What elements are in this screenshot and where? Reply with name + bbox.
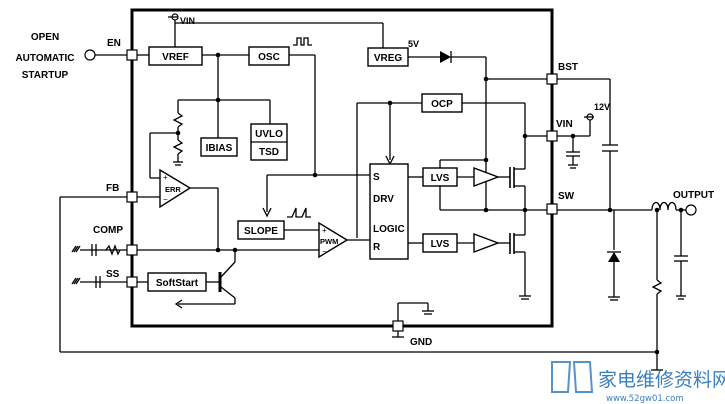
divider-resistor-top xyxy=(172,112,184,128)
pin-en-label: EN xyxy=(107,38,121,49)
lvs-bottom-label: LVS xyxy=(431,239,450,250)
watermark-logo xyxy=(551,361,594,393)
output-label: OUTPUT xyxy=(673,190,714,201)
output-inductor xyxy=(651,201,677,211)
pin-gnd xyxy=(392,320,404,332)
pin-en xyxy=(126,49,138,61)
automatic-label: AUTOMATIC xyxy=(15,53,74,64)
startup-label: STARTUP xyxy=(22,70,69,81)
vref-label: VREF xyxy=(162,52,189,63)
pin-sw-label: SW xyxy=(558,191,575,202)
ibias-label: IBIAS xyxy=(206,143,233,154)
drv-s-label: S xyxy=(373,172,380,183)
logic-label: LOGIC xyxy=(373,224,405,235)
pin-fb xyxy=(126,191,138,203)
drv-r-label: R xyxy=(373,242,381,253)
ocp-label: OCP xyxy=(431,99,453,110)
pin-sw xyxy=(546,203,558,215)
drv-logic-block xyxy=(369,163,409,260)
divider-resistor-bottom xyxy=(172,139,184,155)
svg-text:+: + xyxy=(163,173,168,182)
open-label: OPEN xyxy=(31,32,59,43)
vreg-label: VREG xyxy=(374,53,403,64)
low-side-gate-driver xyxy=(473,232,500,254)
watermark-text: 家电维修资料网 xyxy=(598,369,725,391)
ibias-block xyxy=(200,137,238,157)
pin-comp-label: COMP xyxy=(93,225,123,236)
en-terminal xyxy=(84,49,96,61)
uvlo-label: UVLO xyxy=(255,129,283,140)
svg-text:+: + xyxy=(322,226,327,235)
osc-block xyxy=(248,46,290,66)
5v-label: 5V xyxy=(408,39,419,49)
osc-label: OSC xyxy=(258,52,280,63)
pwm-comparator xyxy=(318,221,349,259)
high-side-gate-driver xyxy=(473,166,500,188)
output-terminal xyxy=(685,204,697,216)
err-label: ERR xyxy=(165,185,181,194)
svg-text:−: − xyxy=(163,195,168,204)
watermark-url: www.52gw01.com xyxy=(606,394,684,404)
bootstrap-diode xyxy=(440,51,451,63)
12v-label: 12V xyxy=(594,102,610,112)
softstart-label: SoftStart xyxy=(156,278,199,289)
lvs-top-label: LVS xyxy=(431,173,450,184)
ic-outline xyxy=(130,8,554,328)
pin-vin xyxy=(546,130,558,142)
error-amplifier xyxy=(159,168,192,209)
pin-gnd-label: GND xyxy=(410,337,432,348)
pin-bst-label: BST xyxy=(558,62,578,73)
comp-resistor xyxy=(105,244,121,256)
osc-clock-waveform xyxy=(293,37,312,46)
pin-bst xyxy=(546,73,558,85)
drv-label: DRV xyxy=(373,194,394,205)
pin-comp xyxy=(126,244,138,256)
tsd-label: TSD xyxy=(259,147,279,158)
feedback-resistor xyxy=(651,279,663,295)
pin-vin-label: VIN xyxy=(556,119,573,130)
pin-ss xyxy=(126,276,138,288)
pin-ss-label: SS xyxy=(106,269,120,280)
svg-text:−: − xyxy=(322,247,327,256)
internal-vin-label: VIN xyxy=(180,16,195,26)
pin-fb-label: FB xyxy=(106,183,119,194)
pwm-label: PWM xyxy=(320,237,338,246)
slope-label: SLOPE xyxy=(244,226,278,237)
vref-block xyxy=(148,46,203,66)
catch-diode xyxy=(608,252,620,262)
slope-ramp-waveform xyxy=(287,207,311,218)
